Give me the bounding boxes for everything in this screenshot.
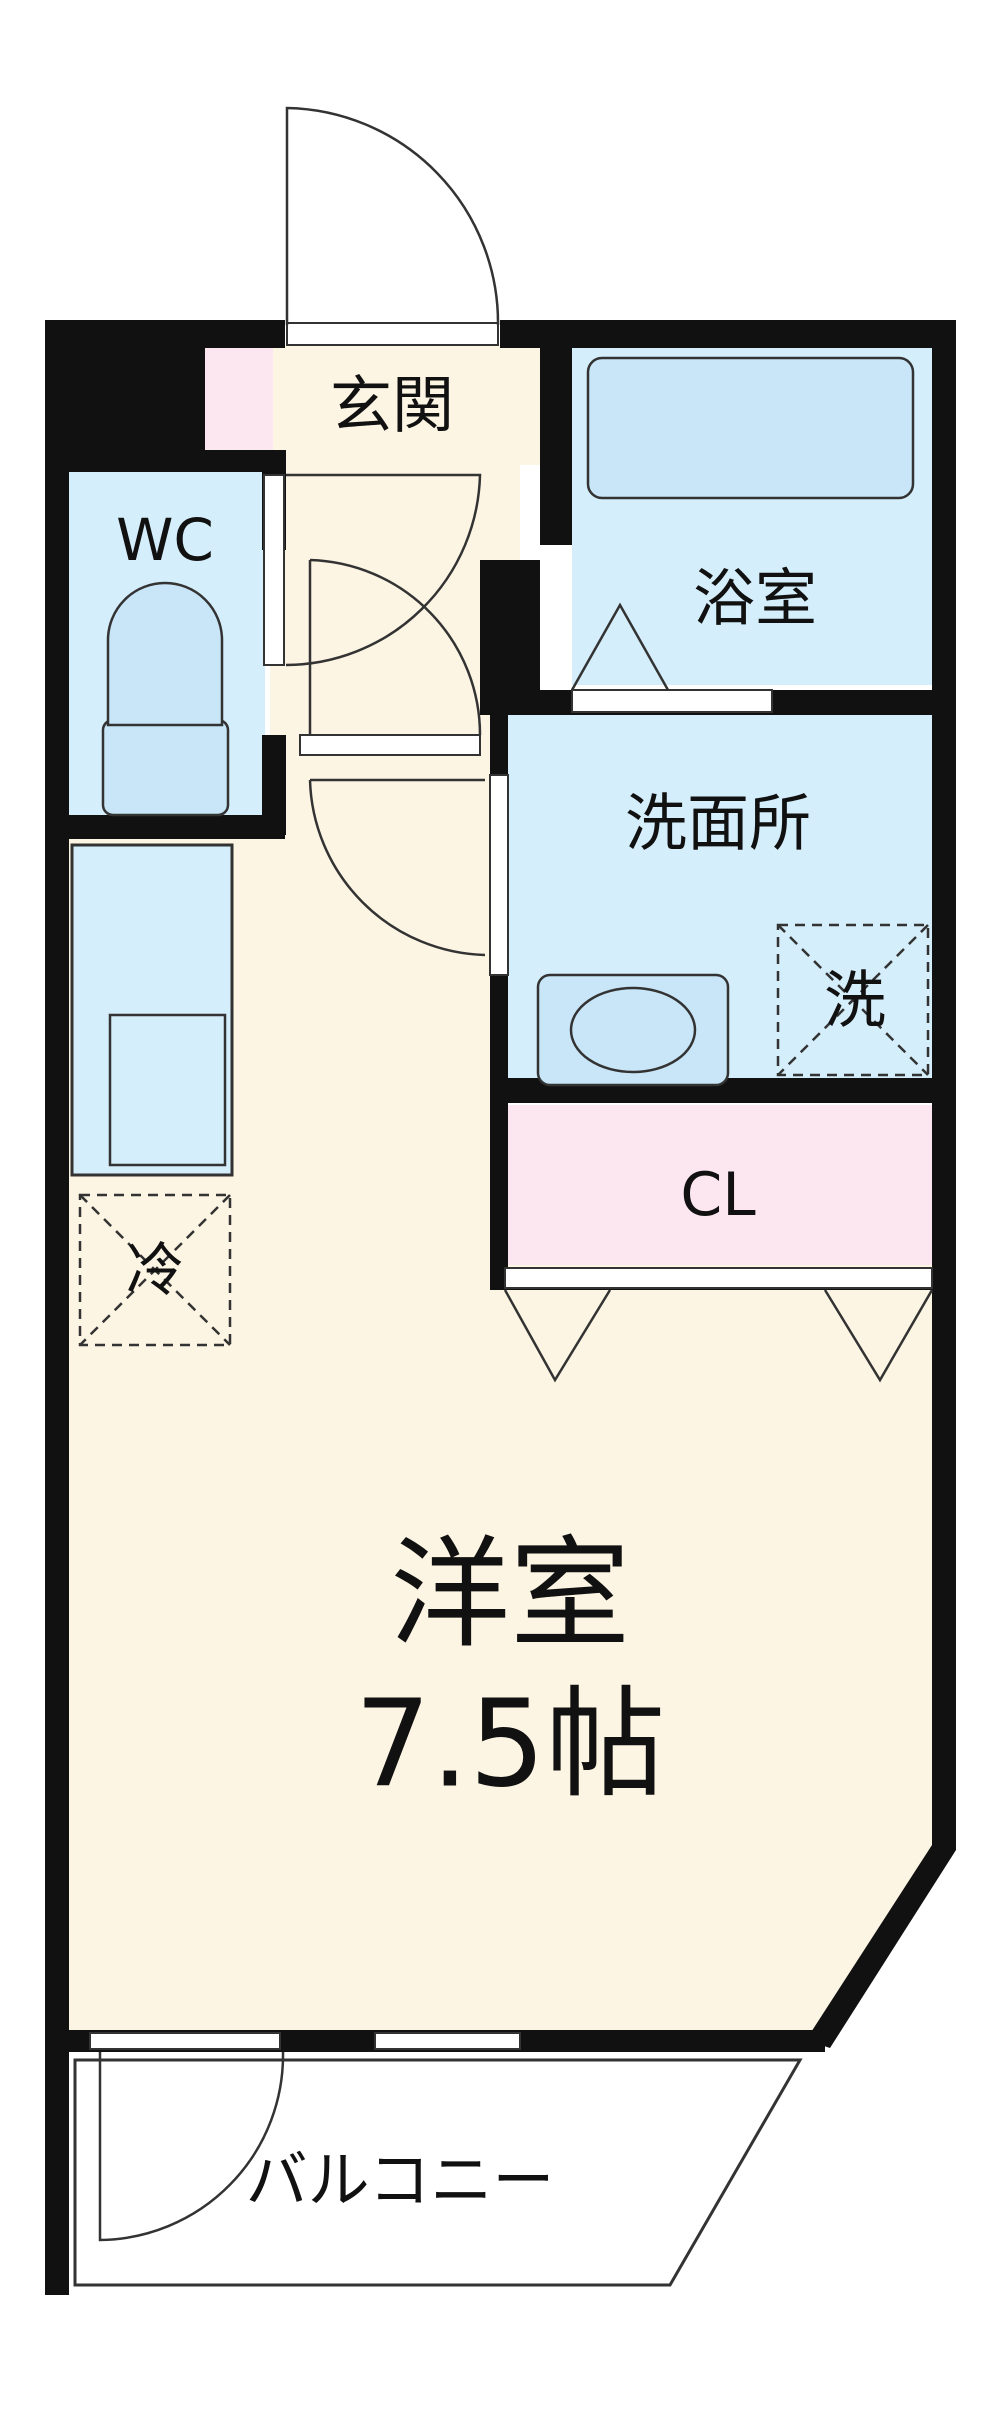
kitchen-counter xyxy=(70,843,234,1177)
balcony-floor xyxy=(73,2058,803,2287)
balcony-window-2 xyxy=(374,2032,521,2050)
hall-door-swing xyxy=(308,778,486,957)
fridge-area xyxy=(78,1193,232,1347)
openings xyxy=(89,322,933,2050)
closet-floor xyxy=(505,1105,932,1265)
closet-door-left xyxy=(503,1289,612,1383)
entrance-door-swing xyxy=(285,473,482,667)
front-door-swing xyxy=(285,106,500,326)
wc-door-swing xyxy=(308,558,482,736)
line-art xyxy=(78,106,934,2242)
bathtub xyxy=(586,356,915,500)
wall-hall-right xyxy=(480,560,540,715)
western-room-label: 洋室 xyxy=(390,1526,630,1665)
wc-door-gap xyxy=(263,474,285,666)
washbasin-bowl xyxy=(569,986,697,1074)
closet-label: CL xyxy=(680,1160,756,1230)
balcony-label: バルコニー xyxy=(246,2144,555,2217)
stove xyxy=(108,1013,227,1167)
entrance-label: 玄関 xyxy=(330,369,454,442)
front-door-gap xyxy=(286,322,499,346)
wall-diagonal xyxy=(806,1845,956,2048)
fridge-label: 冷 xyxy=(126,1236,184,1304)
hall-door-gap xyxy=(299,734,481,756)
entrance-closet-floor xyxy=(205,345,273,450)
washer-area xyxy=(776,923,930,1077)
washer-label: 洗 xyxy=(824,964,886,1037)
washroom-door-gap xyxy=(489,774,509,976)
wall-left-upper-block xyxy=(45,320,205,450)
wc-toilet-bowl xyxy=(106,581,224,727)
wall-left-outer xyxy=(45,320,69,2295)
balcony-window-1 xyxy=(89,2032,281,2050)
wc-toilet-tank xyxy=(101,718,230,817)
washbasin xyxy=(536,973,730,1087)
bath-door-swing xyxy=(570,602,670,691)
bath-label: 浴室 xyxy=(693,562,817,635)
closet-door-gap xyxy=(504,1267,933,1289)
washer-cross xyxy=(777,924,929,1076)
balcony-door-swing xyxy=(98,2051,285,2242)
wall-wc-top xyxy=(45,450,285,472)
western-room-size: 7.5帖 xyxy=(355,1676,666,1815)
closet-door-right xyxy=(823,1289,934,1383)
wall-top-right xyxy=(500,320,955,348)
wc-label: WC xyxy=(116,506,214,574)
western-room-floor xyxy=(65,715,950,2040)
washroom-label: 洗面所 xyxy=(625,787,811,860)
wall-bath-left xyxy=(540,345,572,545)
wall-wc-bottom xyxy=(45,815,285,839)
fridge-cross xyxy=(79,1194,231,1346)
bath-door-gap xyxy=(571,689,773,713)
